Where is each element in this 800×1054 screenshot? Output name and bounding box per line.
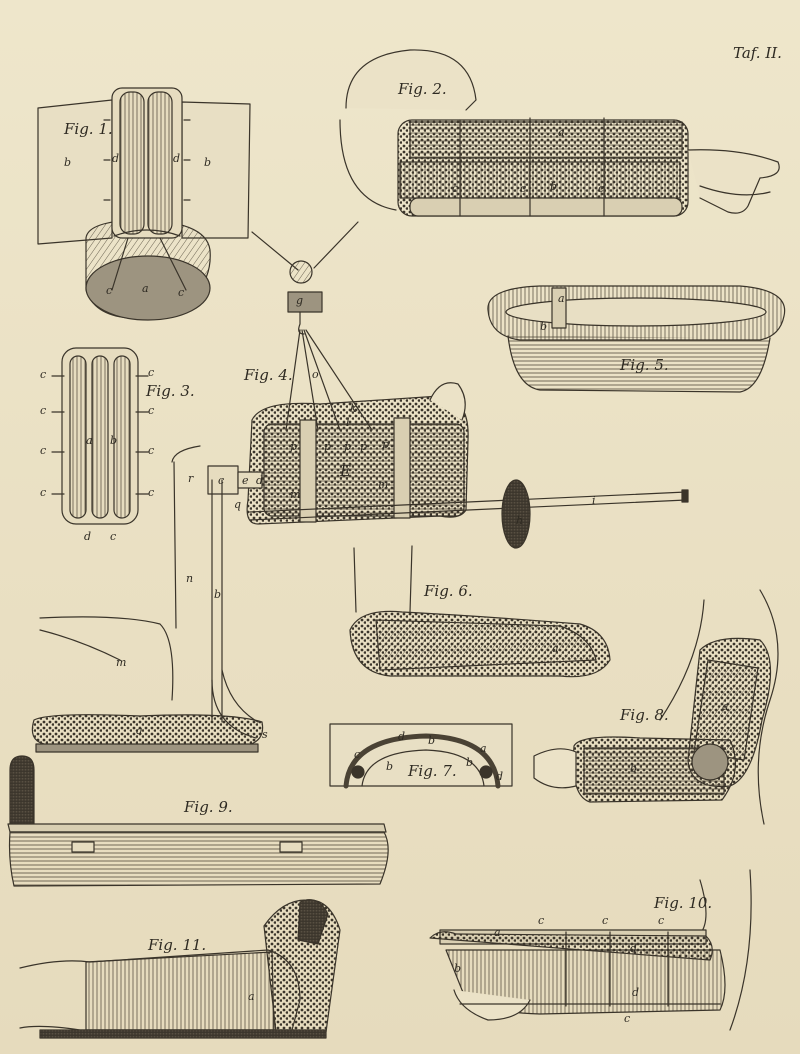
fig4-letter-k: k (350, 402, 357, 415)
fig1-letter-b-right: b (204, 156, 212, 169)
fig3-letter-c-r2: c (148, 404, 155, 417)
fig4-letter-m-leg: m (116, 656, 127, 669)
plate-number: Taf. II. (733, 44, 782, 62)
fig2-letter-c-3: c (598, 182, 605, 195)
fig3-letter-d: d (84, 530, 92, 543)
fig4-letter-p1: p (290, 440, 298, 453)
fig4-letter-r: r (188, 472, 194, 485)
fig4-label: Fig. 4. (244, 366, 293, 384)
fig3-letter-c-l1: c (40, 368, 47, 381)
fig10-letter-a: a (494, 926, 501, 939)
fig2-letter-b: b (550, 180, 558, 193)
fig4-letter-o: o (312, 368, 319, 381)
fig8-label: Fig. 8. (620, 706, 669, 724)
fig4-letter-i: i (592, 494, 596, 507)
fig2-letter-c-1: c (452, 182, 459, 195)
fig4-letter-p2: p (324, 440, 332, 453)
fig4-letter-s: s (262, 728, 268, 741)
fig2-letter-c-2: c (520, 182, 527, 195)
fig11-letter-a: a (248, 990, 255, 1003)
fig4-letter-a: a (136, 724, 143, 737)
fig1-letter-b-left: b (64, 156, 72, 169)
fig3-drawing (51, 347, 149, 525)
fig4-letter-e: e (242, 474, 249, 487)
fig2-drawing (339, 49, 780, 217)
fig6-letter-a: a (552, 642, 559, 655)
fig10-letter-c-3: c (658, 914, 665, 927)
fig7-letter-a: a (480, 742, 487, 755)
fig9-drawing (7, 755, 389, 887)
fig4-letter-d: d (256, 474, 264, 487)
fig1-drawing (37, 87, 251, 321)
fig4-letter-l: l (346, 416, 350, 429)
fig7-letter-d-right: d (496, 770, 504, 783)
fig3-letter-b: b (110, 434, 118, 447)
fig8-letter-b: b (630, 762, 638, 775)
fig4-drawing (31, 221, 689, 753)
fig3-letter-c-l2: c (40, 404, 47, 417)
fig10-letter-c-bottom: c (624, 1012, 631, 1025)
fig7-letter-b-right: b (466, 756, 474, 769)
fig10-letter-d-bottom: d (632, 986, 640, 999)
fig4-letter-p4: p (360, 440, 368, 453)
fig9-label: Fig. 9. (184, 798, 233, 816)
fig5-letter-b: b (540, 320, 548, 333)
fig1-letter-c-right: c (178, 286, 185, 299)
fig3-letter-c-r1: c (148, 366, 155, 379)
fig4-letter-m1: m (290, 488, 301, 501)
fig10-letter-b: b (454, 962, 462, 975)
fig4-letter-p3: p (344, 440, 352, 453)
fig7-label: Fig. 7. (408, 762, 457, 780)
fig8-letter-a: a (722, 700, 729, 713)
fig7-letter-b-top: b (428, 734, 436, 747)
fig7-drawing (329, 723, 513, 789)
fig10-label: Fig. 10. (654, 894, 713, 912)
fig5-letter-a: a (558, 292, 565, 305)
fig11-drawing (19, 899, 341, 1039)
fig3-letter-c-bottom: c (110, 530, 117, 543)
fig3-letter-c-l3: c (40, 444, 47, 457)
fig10-letter-c-2: c (602, 914, 609, 927)
fig5-label: Fig. 5. (620, 356, 669, 374)
fig4-letter-c: c (218, 474, 225, 487)
fig4-letter-m2: m (378, 478, 389, 491)
fig10-letter-d-top: d (630, 942, 638, 955)
fig4-letter-g: g (296, 294, 304, 307)
fig4-letter-E: E (340, 462, 351, 480)
fig1-letter-d-left: d (112, 152, 120, 165)
fig3-letter-c-l4: c (40, 486, 47, 499)
fig4-letter-n: n (186, 572, 194, 585)
fig1-letter-d-right: d (173, 152, 181, 165)
fig1-letter-a: a (142, 282, 149, 295)
fig10-drawing (429, 869, 752, 1031)
fig5-drawing (487, 285, 786, 393)
fig3-letter-c-r4: c (148, 486, 155, 499)
fig6-drawing (349, 545, 611, 678)
fig7-letter-c: c (354, 748, 361, 761)
fig7-letter-b-left: b (386, 760, 394, 773)
fig3-letter-a: a (86, 434, 93, 447)
fig10-letter-c-1: c (538, 914, 545, 927)
fig4-letter-b: b (214, 588, 222, 601)
fig7-letter-d-top: d (398, 730, 406, 743)
fig8-drawing (533, 589, 779, 825)
fig4-letter-h: h (516, 514, 524, 527)
fig1-letter-c-left: c (106, 284, 113, 297)
fig4-letter-p5: p (382, 438, 390, 451)
fig2-label: Fig. 2. (398, 80, 447, 98)
fig2-letter-a: a (558, 126, 565, 139)
fig3-label: Fig. 3. (146, 382, 195, 400)
fig6-label: Fig. 6. (424, 582, 473, 600)
fig4-letter-q: q (234, 498, 242, 511)
fig11-label: Fig. 11. (148, 936, 207, 954)
fig1-label: Fig. 1. (64, 120, 113, 138)
fig3-letter-c-r3: c (148, 444, 155, 457)
